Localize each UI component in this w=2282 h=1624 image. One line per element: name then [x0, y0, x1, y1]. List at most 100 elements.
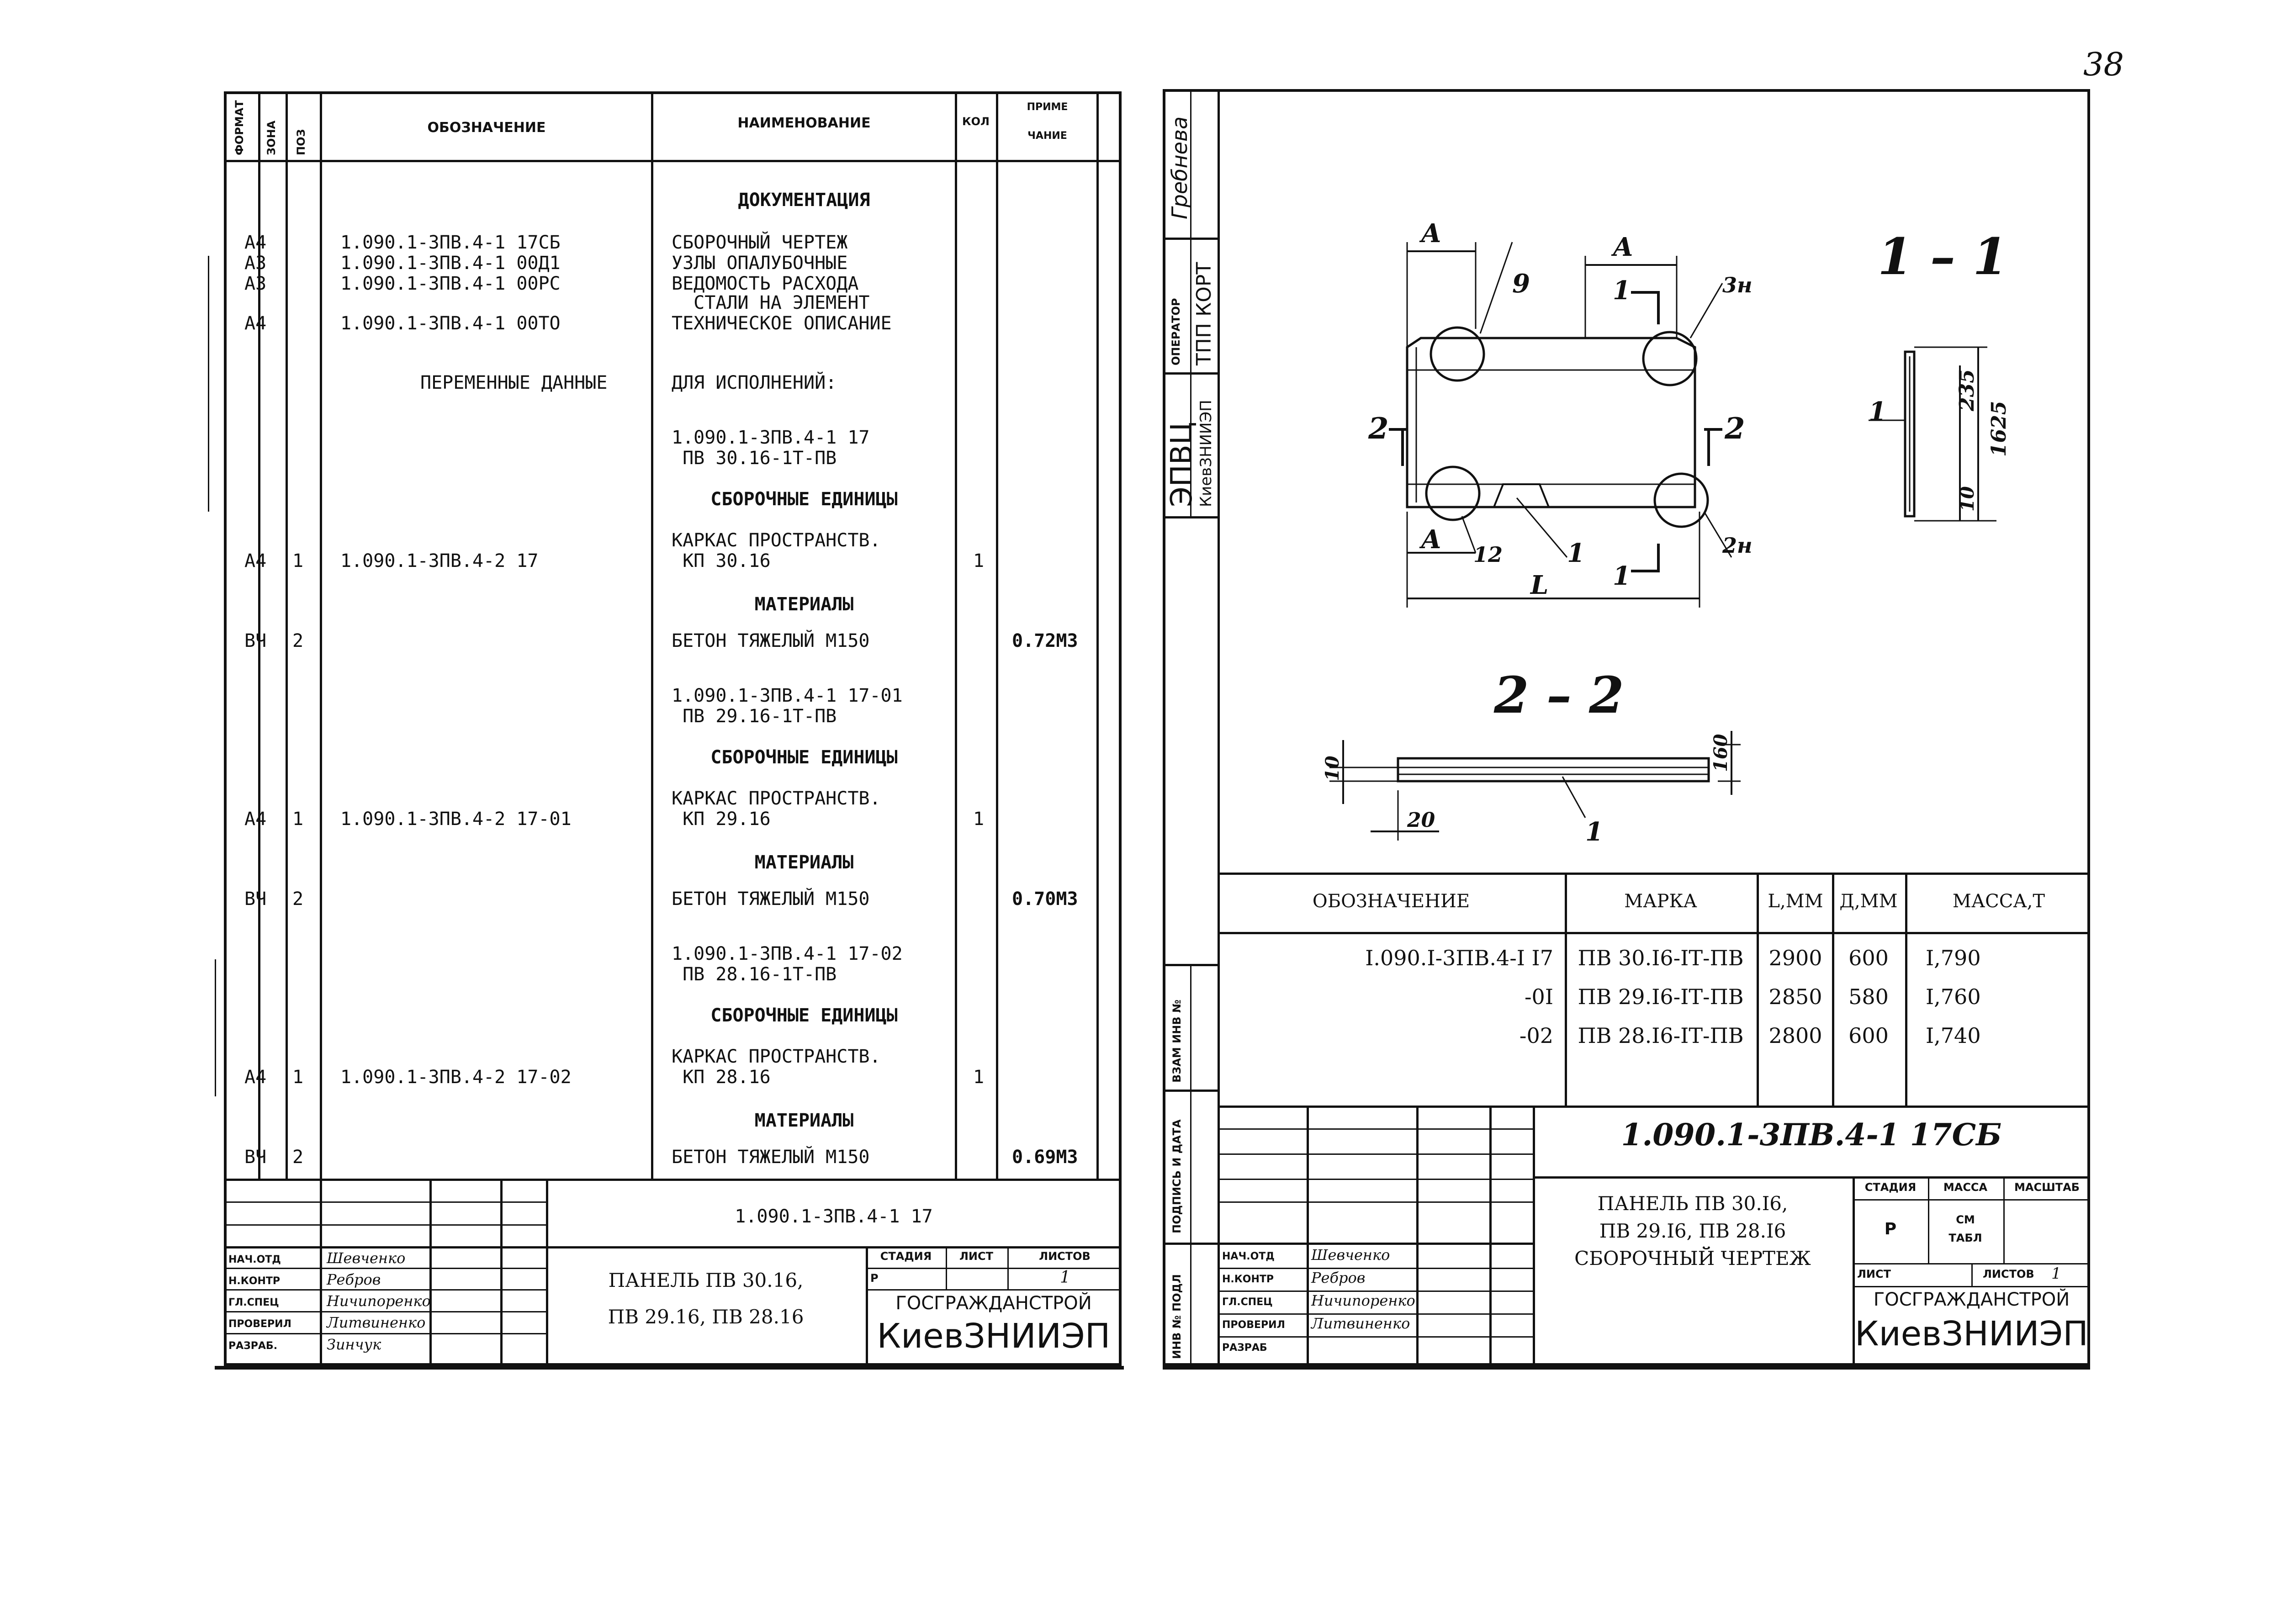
spec-cell: 600 — [1848, 1023, 1889, 1048]
panel-drawing: 1 – 1 2 – 2 А А А L 9 3н 2н 12 1 1 1 2 2… — [1322, 218, 2011, 847]
spec-cell: 580 — [1848, 984, 1889, 1009]
side-line — [1190, 89, 1191, 516]
spec-line — [1218, 1106, 2090, 1108]
tb-line — [866, 1268, 1122, 1269]
header-zone: ЗОНА — [265, 120, 278, 155]
row-section-heading: МАТЕРИАЛЫ — [754, 1110, 854, 1131]
row-format: А4 — [244, 550, 267, 571]
right-stage: Р — [1884, 1220, 1897, 1238]
spec-cell: 2850 — [1768, 984, 1822, 1009]
row-qty: 1 — [973, 809, 985, 830]
rtb-line — [1307, 1106, 1309, 1366]
detail-circle-3n — [1642, 331, 1698, 386]
row-designation: 1.090.1-3ПВ.4-2 17-01 — [340, 809, 572, 830]
row-qty: 1 — [973, 550, 985, 571]
rtb-line — [1218, 1243, 1533, 1245]
row-name: ПВ 28.16-1Т-ПВ — [672, 964, 837, 985]
role-label: ПРОВЕРИЛ — [1222, 1319, 1285, 1331]
signer-name: Шевченко — [1311, 1246, 1390, 1264]
rtb-line — [1218, 1128, 1533, 1130]
dim-l: L — [1530, 570, 1548, 600]
row-name: КАРКАС ПРОСТРАНСТВ. — [672, 788, 881, 809]
header-qty: КОЛ — [962, 115, 990, 128]
rtb-line — [1533, 1106, 1535, 1366]
tb-line — [546, 1179, 548, 1366]
spec-line — [1757, 873, 1759, 1106]
label-3n: 3н — [1722, 273, 1753, 297]
row-format: ВЧ — [244, 1147, 267, 1168]
header-note-1: ПРИМЕ — [1027, 101, 1068, 113]
tb-line — [224, 1224, 546, 1226]
dim-10-a: 10 — [1957, 486, 1978, 512]
col-line — [651, 91, 653, 1179]
detail-circle-2n — [1653, 472, 1709, 528]
spec-cell: -02 — [1519, 1023, 1553, 1048]
spec-cell: I,740 — [1926, 1023, 1981, 1048]
row-format: А3 — [244, 273, 267, 294]
tb-line — [224, 1268, 546, 1269]
dim-10-b: 10 — [1322, 756, 1343, 781]
detail-circle-9 — [1430, 326, 1485, 382]
row-name: БЕТОН ТЯЖЕЛЫЙ М150 — [672, 630, 870, 651]
signer-name: Зинчук — [327, 1336, 381, 1353]
signer-name: Ничипоренко — [1311, 1292, 1415, 1309]
spec-cell: I,760 — [1926, 984, 1981, 1009]
signer-name: Ребров — [327, 1271, 381, 1288]
tb-line — [946, 1246, 947, 1289]
section-1-1-outline — [1904, 350, 1916, 518]
header-pos: ПОЗ — [295, 129, 307, 155]
row-designation: 1.090.1-3ПВ.4-2 17-02 — [340, 1067, 572, 1088]
spec-cell: ПВ 28.I6-IТ-ПВ — [1578, 1023, 1744, 1048]
header-name: НАИМЕНОВАНИЕ — [737, 115, 871, 131]
rtb-line — [1218, 1313, 1533, 1315]
tb-line — [320, 1179, 322, 1366]
panel-outline — [1406, 337, 1696, 508]
row-format: А4 — [244, 313, 267, 334]
role-label: НАЧ.ОТД — [1222, 1251, 1275, 1262]
label-2-right: 2 — [1724, 412, 1745, 446]
spec-line — [1905, 873, 1907, 1106]
row-pos: 1 — [292, 809, 304, 830]
row-name: ПВ 29.16-1Т-ПВ — [672, 706, 837, 727]
row-name: 1.090.1-3ПВ.4-1 17 — [672, 427, 870, 448]
spec-header: МАРКА — [1624, 891, 1697, 912]
right-side-line — [1218, 89, 1220, 1366]
row-section-heading: СБОРОЧНЫЕ ЕДИНИЦЫ — [710, 489, 898, 510]
rtb-line — [1928, 1176, 1929, 1263]
col-line — [996, 91, 998, 1179]
header-format: ФОРМАТ — [233, 100, 246, 155]
rtb-line — [1853, 1176, 1855, 1366]
col-line — [286, 91, 288, 1179]
row-name: СТАЛИ НА ЭЛЕМЕНТ — [672, 292, 870, 313]
col-line — [320, 91, 322, 1179]
tb-line — [429, 1179, 432, 1366]
row-name: 1.090.1-3ПВ.4-1 17-02 — [672, 943, 903, 964]
left-sheets-count: 1 — [1060, 1268, 1070, 1287]
side-line — [1190, 964, 1191, 1366]
label-1-section: 1 — [1869, 397, 1886, 427]
row-designation: 1.090.1-3ПВ.4-1 00Д1 — [340, 253, 561, 274]
section-2-2-outline — [1397, 757, 1710, 783]
role-label: РАЗРАБ — [1222, 1342, 1267, 1354]
side-epvc-org: КиевЗНИИЭП — [1197, 400, 1215, 507]
row-name: ПВ 30.16-1Т-ПВ — [672, 448, 837, 469]
signer-name: Ребров — [1311, 1269, 1366, 1286]
row-pos: 1 — [292, 550, 304, 571]
label-2n: 2н — [1722, 533, 1753, 558]
right-scale: СМ ТАБЛ — [1948, 1213, 1982, 1244]
spec-cell: 600 — [1848, 946, 1889, 970]
binding-mark — [215, 959, 216, 1096]
tb-line — [224, 1311, 546, 1312]
rtb-line — [1218, 1179, 1533, 1180]
rtb-line — [1489, 1106, 1492, 1366]
rtb-line — [1971, 1263, 1973, 1286]
tb-line — [224, 1246, 1122, 1248]
spec-line — [1218, 932, 2090, 934]
dim-20: 20 — [1407, 809, 1435, 832]
rtb-line — [2003, 1176, 2005, 1263]
rtb-line — [1218, 1268, 1533, 1269]
spec-cell: 2800 — [1768, 1023, 1822, 1048]
spec-line — [1218, 873, 2090, 875]
right-bottom-edge — [1163, 1366, 2090, 1370]
col-line — [1096, 91, 1099, 1179]
